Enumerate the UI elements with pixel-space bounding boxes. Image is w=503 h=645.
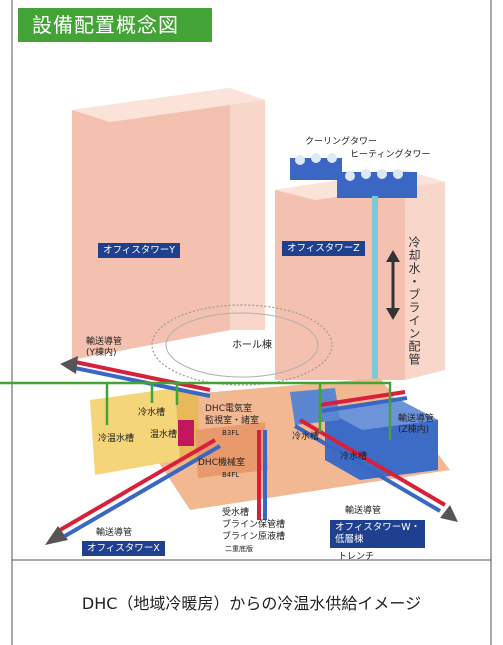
label-transport-z-1: 輸送導管 (398, 414, 435, 424)
label-cold-hot-tank: 冷温水槽 (98, 434, 135, 444)
cooling-heating-towers (290, 153, 417, 198)
label-brine-storage: ブライン保管槽 (222, 520, 286, 530)
label-transport-z-2: (Z棟内) (398, 425, 430, 435)
transport-pipe-y (60, 356, 211, 398)
label-monitoring-room: 監視室・諸室 (205, 416, 260, 426)
transport-pipe-x (45, 438, 222, 545)
label-office-z: オフィスタワーZ (282, 241, 365, 256)
label-transport-y-1: 輸送導管 (86, 337, 123, 347)
label-dhc-machine: DHC機械室 (198, 458, 245, 468)
label-office-w: オフィスタワーW・低層棟 (330, 520, 426, 548)
label-office-y: オフィスタワーY (98, 243, 181, 258)
page-title: 設備配置概念図 (18, 8, 212, 42)
label-b4fl: B4FL (222, 471, 240, 479)
riser-updown-arrow-icon (386, 250, 400, 320)
transport-pipe-w (293, 418, 458, 522)
label-office-w-line2: 低層棟 (335, 534, 364, 545)
machine-room-block (195, 422, 268, 478)
green-callout-lines (0, 381, 392, 440)
transport-pipe-z (257, 390, 408, 520)
label-second-basement: 二重底版 (225, 545, 253, 553)
label-transport-w: 輸送導管 (345, 506, 382, 516)
label-cooling-tower: クーリングタワー (305, 137, 378, 147)
label-cold-tank-right: 冷水槽 (340, 452, 368, 462)
caption: DHC（地域冷暖房）からの冷温水供給イメージ (81, 594, 422, 613)
hall-ring (151, 304, 333, 386)
cold-hot-tank-block (90, 388, 200, 475)
label-dhc-electric: DHC電気室 (205, 404, 252, 414)
label-riser-pipe: 冷却水・ブライン配管 (407, 236, 421, 366)
label-transport-y-2: (Y棟内) (86, 348, 117, 358)
cold-tank-block-mid (290, 388, 340, 425)
label-transport-x: 輸送導管 (96, 528, 133, 538)
label-office-x: オフィスタワーX (82, 541, 165, 556)
label-receiving-tank: 受水槽 (222, 508, 250, 518)
tower-y (72, 88, 265, 360)
label-hall: ホール棟 (232, 340, 272, 351)
label-heating-tower: ヒーティングタワー (350, 150, 431, 160)
riser-pipe (372, 196, 378, 396)
label-brine-raw: ブライン原液槽 (222, 532, 286, 542)
label-hot-tank: 温水槽 (150, 430, 178, 440)
label-trench: トレンチ (338, 552, 375, 562)
label-b3fl: B3FL (222, 429, 240, 437)
label-ice-tank: 冷水槽 (292, 432, 320, 442)
label-cold-tank-left: 冷水槽 (138, 408, 166, 418)
label-office-w-line1: オフィスタワーW・ (335, 522, 421, 533)
